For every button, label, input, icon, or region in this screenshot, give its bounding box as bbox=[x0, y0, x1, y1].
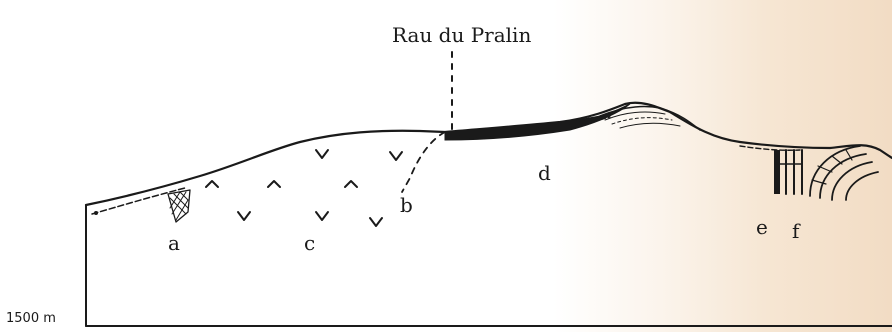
label-f: f bbox=[792, 219, 801, 243]
formation-e-bars bbox=[774, 150, 802, 194]
formation-a-crosshatch bbox=[168, 190, 190, 222]
label-d: d bbox=[538, 161, 551, 185]
contact-b-line bbox=[402, 132, 445, 192]
label-b: b bbox=[400, 193, 413, 217]
volcanic-symbols-c bbox=[206, 150, 402, 226]
formation-f-folds bbox=[810, 146, 878, 200]
label-a: a bbox=[168, 231, 180, 255]
stream-label: Rau du Pralin bbox=[392, 23, 531, 47]
label-c: c bbox=[304, 231, 315, 255]
formation-a-dot bbox=[94, 211, 98, 215]
elevation-label: 1500 m bbox=[6, 311, 56, 326]
topographic-profile bbox=[86, 103, 892, 205]
label-e: e bbox=[756, 215, 768, 239]
